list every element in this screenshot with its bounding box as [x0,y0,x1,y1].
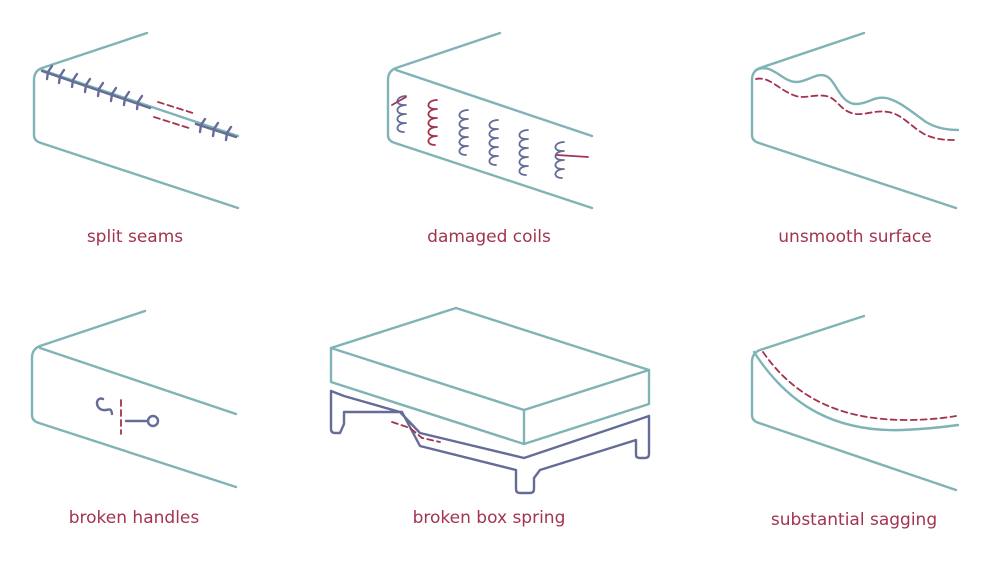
coil-spring [427,117,438,128]
coil-spring [518,165,529,176]
coil-spring [554,168,565,179]
seam-stitches [45,64,233,142]
caption-unsmooth-surface: unsmooth surface [778,227,932,247]
coil-spring [458,145,469,156]
coil-springs [396,95,565,179]
caption-broken-box-spring: broken box spring [412,508,566,528]
coil-spring [488,155,499,166]
coil-spring [396,113,407,124]
coil-spring [458,127,469,138]
unsmooth-surface-icon [750,31,960,210]
damaged-coils-icon [386,31,594,210]
caption-substantial-sagging: substantial sagging [770,510,938,530]
coil-spring [396,104,407,115]
coil-spring [458,136,469,147]
coil-spring [518,156,529,167]
coil-spring [396,122,407,133]
coil-spring [427,108,438,119]
coil-spring [427,135,438,146]
coil-spring [518,129,529,140]
broken-box-spring-icon [329,306,651,495]
caption-split-seams: split seams [86,227,184,247]
broken-handles-icon [30,309,238,489]
coil-spring [554,159,565,170]
caption-damaged-coils: damaged coils [427,227,551,247]
coil-spring [488,137,499,148]
split-seams-icon [32,31,240,210]
coil-spring [488,119,499,130]
coil-spring [488,146,499,157]
coil-spring [518,147,529,158]
coil-spring [554,141,565,152]
coil-spring [458,109,469,120]
coil-spring [518,138,529,149]
caption-broken-handles: broken handles [68,508,200,528]
coil-spring [427,99,438,110]
substantial-sagging-icon [750,314,960,492]
coil-spring [488,128,499,139]
coil-spring [427,126,438,137]
coil-spring [458,118,469,129]
